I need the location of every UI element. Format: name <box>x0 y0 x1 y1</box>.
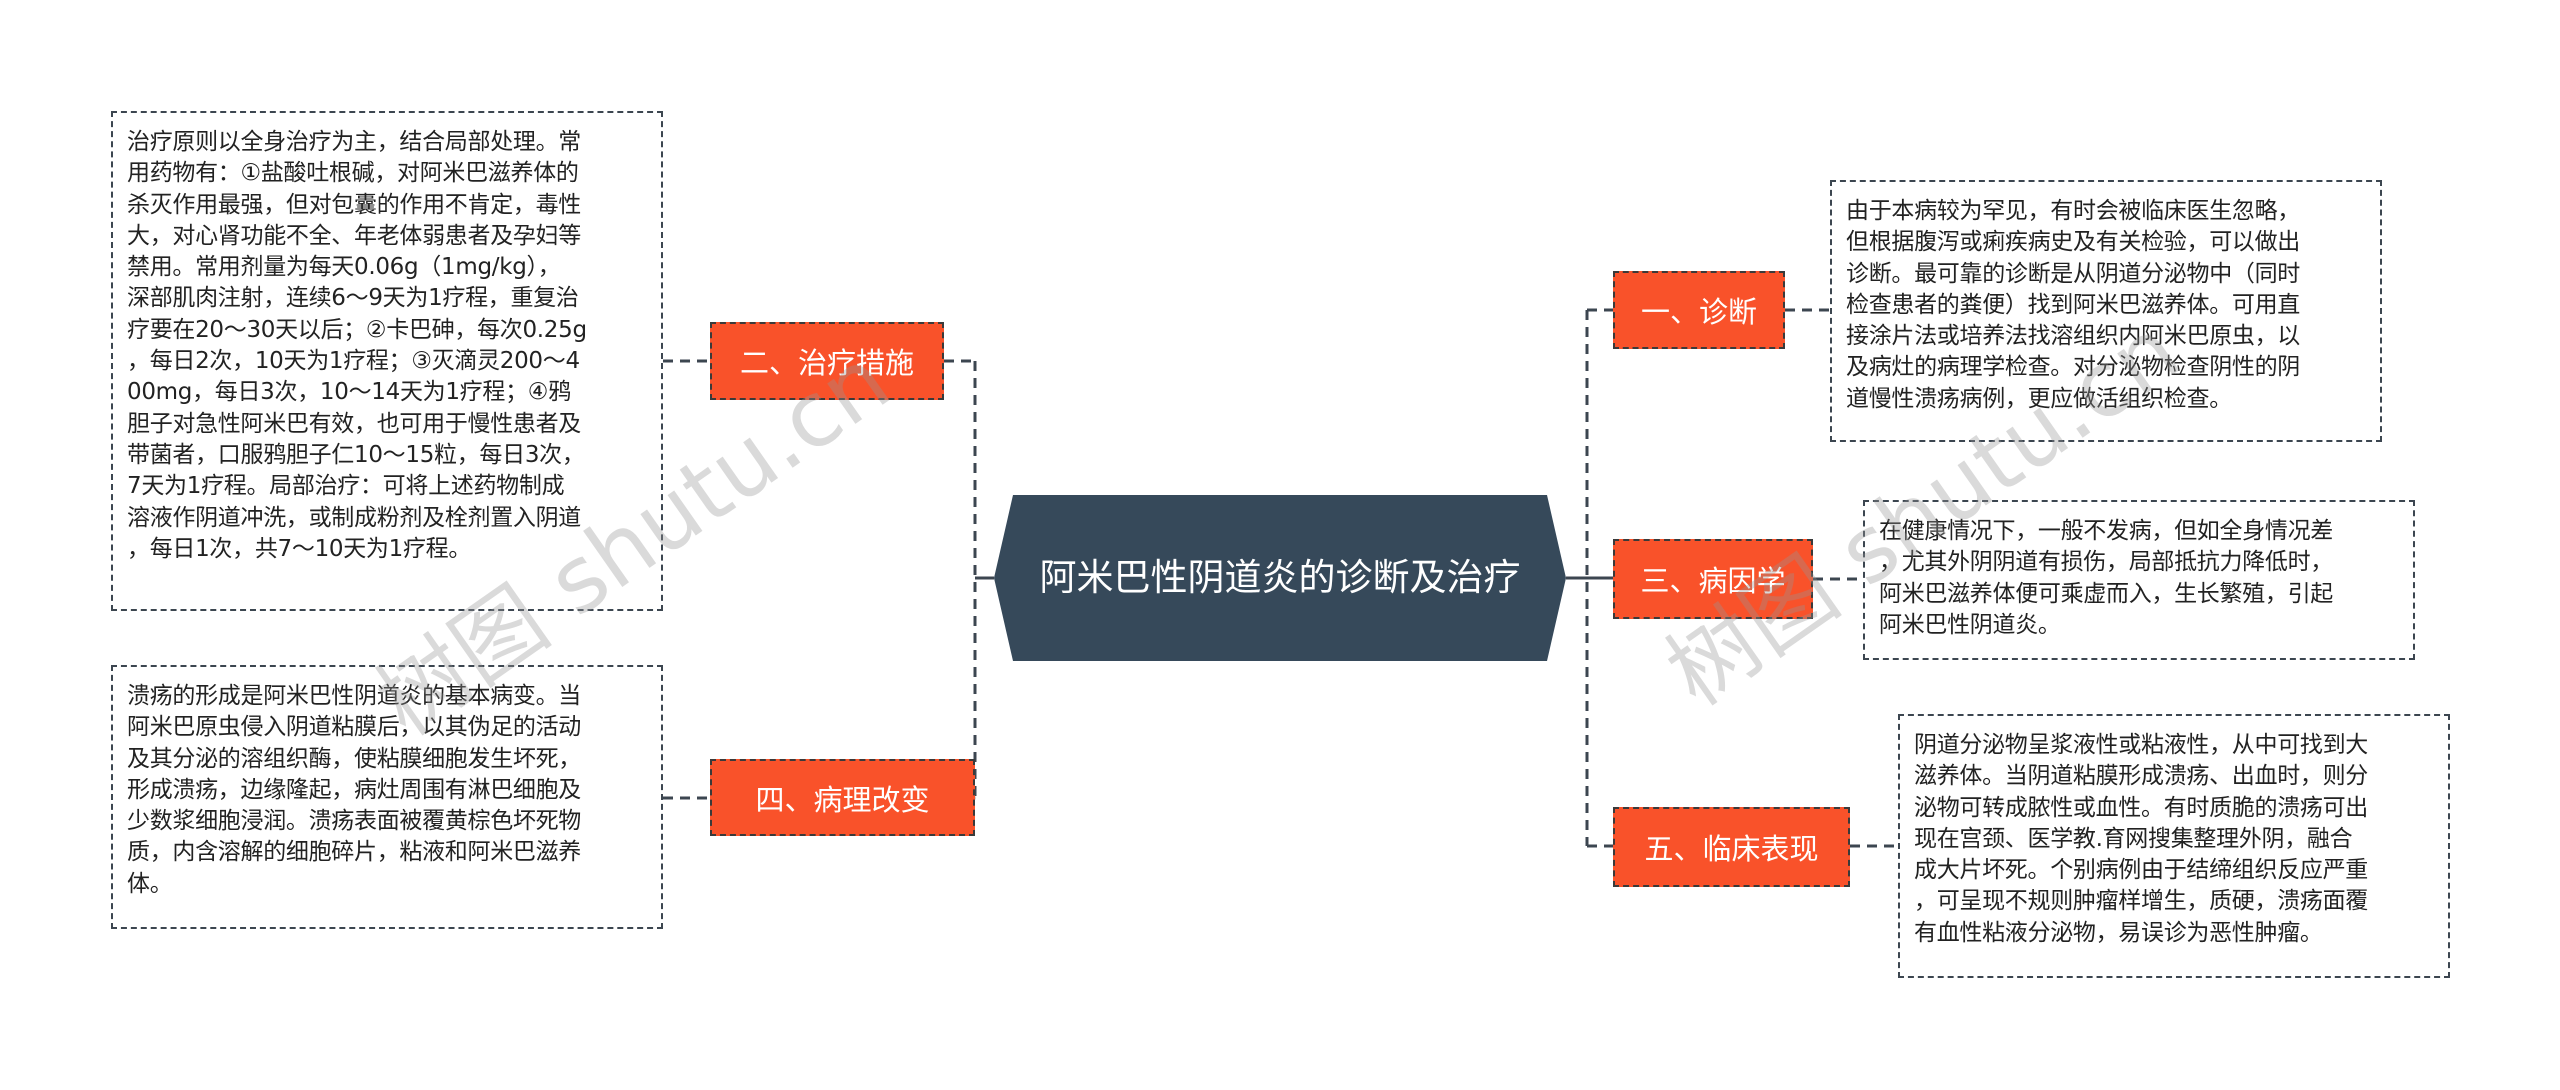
branch-diagnosis[interactable]: 一、诊断 <box>1613 271 1785 349</box>
pathology-detail-box: 溃疡的形成是阿米巴性阴道炎的基本病变。当阿米巴原虫侵入阴道粘膜后，以其伪足的活动… <box>111 665 663 929</box>
root-title: 阿米巴性阴道炎的诊断及治疗 <box>1039 556 1521 599</box>
pathology-text-line: 阿米巴原虫侵入阴道粘膜后，以其伪足的活动 <box>127 714 582 741</box>
root-node-shape <box>994 495 1566 661</box>
diagnosis-text-line: 检查患者的粪便）找到阿米巴滋养体。可用直 <box>1846 291 2301 318</box>
pathology-text-line: 体。 <box>127 870 173 897</box>
diagnosis-text-line: 诊断。最可靠的诊断是从阴道分泌物中（同时 <box>1846 260 2301 287</box>
treatment-text-line: 深部肌肉注射，连续6～9天为1疗程，重复治 <box>127 285 579 312</box>
treatment-text-line: 带菌者，口服鸦胆子仁10～15粒，每日3次， <box>127 441 585 468</box>
treatment-text-line: 禁用。常用剂量为每天0.06g（1mg/kg）， <box>127 254 561 281</box>
branch-pathology[interactable]: 四、病理改变 <box>710 759 975 836</box>
treatment-text-line: 大，对心肾功能不全、年老体弱患者及孕妇等 <box>127 222 582 249</box>
branch-treatment[interactable]: 二、治疗措施 <box>710 322 944 400</box>
pathology-text-line: 及其分泌的溶组织酶，使粘膜细胞发生坏死， <box>127 745 582 772</box>
clinical-detail-box: 阴道分泌物呈浆液性或粘液性，从中可找到大滋养体。当阴道粘膜形成溃疡、出血时，则分… <box>1898 714 2450 978</box>
branch-etiology[interactable]: 三、病因学 <box>1613 539 1813 619</box>
clinical-text-line: ，可呈现不规则肿瘤样增生，质硬，溃疡面覆 <box>1914 888 2369 915</box>
diagnosis-text-line: 道慢性溃疡病例，更应做活组织检查。 <box>1846 385 2232 412</box>
treatment-text-line: 用药物有：①盐酸吐根碱，对阿米巴滋养体的 <box>127 160 579 187</box>
treatment-text-line: 7天为1疗程。局部治疗：可将上述药物制成 <box>127 473 565 500</box>
branch-clinical[interactable]: 五、临床表现 <box>1613 807 1850 887</box>
etiology-text-line: 阿米巴滋养体便可乘虚而入，生长繁殖，引起 <box>1879 580 2334 607</box>
diagnosis-text-line: 接涂片法或培养法找溶组织内阿米巴原虫，以 <box>1846 323 2301 350</box>
treatment-detail-box: 治疗原则以全身治疗为主，结合局部处理。常用药物有：①盐酸吐根碱，对阿米巴滋养体的… <box>111 111 663 611</box>
treatment-text-line: 治疗原则以全身治疗为主，结合局部处理。常 <box>127 129 582 155</box>
diagnosis-text-line: 由于本病较为罕见，有时会被临床医生忽略， <box>1846 198 2301 224</box>
treatment-text-line: 杀灭作用最强，但对包囊的作用不肯定，毒性 <box>127 191 582 218</box>
clinical-text-line: 泌物可转成脓性或血性。有时质脆的溃疡可出 <box>1914 794 2369 821</box>
pathology-text-line: 溃疡的形成是阿米巴性阴道炎的基本病变。当 <box>127 683 582 709</box>
treatment-text-line: 00mg，每日3次，10～14天为1疗程；④鸦 <box>127 379 571 406</box>
etiology-text-line: 在健康情况下，一般不发病，但如全身情况差 <box>1879 518 2334 544</box>
pathology-text-line: 形成溃疡，边缘隆起，病灶周围有淋巴细胞及 <box>127 776 582 803</box>
treatment-text-line: ，每日2次，10天为1疗程；③灭滴灵200～4 <box>127 348 580 375</box>
clinical-text-line: 阴道分泌物呈浆液性或粘液性，从中可找到大 <box>1914 732 2369 758</box>
etiology-text-line: ，尤其外阴阴道有损伤，局部抵抗力降低时， <box>1879 549 2334 576</box>
clinical-text-line: 成大片坏死。个别病例由于结缔组织反应严重 <box>1914 857 2369 884</box>
pathology-text-line: 少数浆细胞浸润。溃疡表面被覆黄棕色坏死物 <box>127 808 582 835</box>
treatment-text-line: 疗要在20～30天以后；②卡巴砷，每次0.25g <box>127 316 587 343</box>
clinical-text-line: 有血性粘液分泌物，易误诊为恶性肿瘤。 <box>1914 919 2323 946</box>
etiology-detail-box: 在健康情况下，一般不发病，但如全身情况差 ，尤其外阴阴道有损伤，局部抵抗力降低时，… <box>1863 500 2415 660</box>
treatment-text-line: ，每日1次，共7～10天为1疗程。 <box>127 535 472 562</box>
diagnosis-text-line: 及病灶的病理学检查。对分泌物检查阴性的阴 <box>1846 354 2301 381</box>
treatment-text-line: 胆子对急性阿米巴有效，也可用于慢性患者及 <box>127 410 582 437</box>
root-node[interactable]: 阿米巴性阴道炎的诊断及治疗 <box>994 495 1566 661</box>
etiology-text-line: 阿米巴性阴道炎。 <box>1879 611 2061 638</box>
diagnosis-text-line: 但根据腹泻或痢疾病史及有关检验，可以做出 <box>1846 229 2301 256</box>
treatment-text-line: 溶液作阴道冲洗，或制成粉剂及栓剂置入阴道 <box>127 504 582 531</box>
clinical-text-line: 现在宫颈、医学教.育网搜集整理外阴，融合 <box>1914 825 2353 852</box>
pathology-text-line: 质，内含溶解的细胞碎片，粘液和阿米巴滋养 <box>127 839 582 866</box>
clinical-text-line: 滋养体。当阴道粘膜形成溃疡、出血时，则分 <box>1914 763 2369 790</box>
diagnosis-detail-box: 由于本病较为罕见，有时会被临床医生忽略， 但根据腹泻或痢疾病史及有关检验，可以做出… <box>1830 180 2382 442</box>
